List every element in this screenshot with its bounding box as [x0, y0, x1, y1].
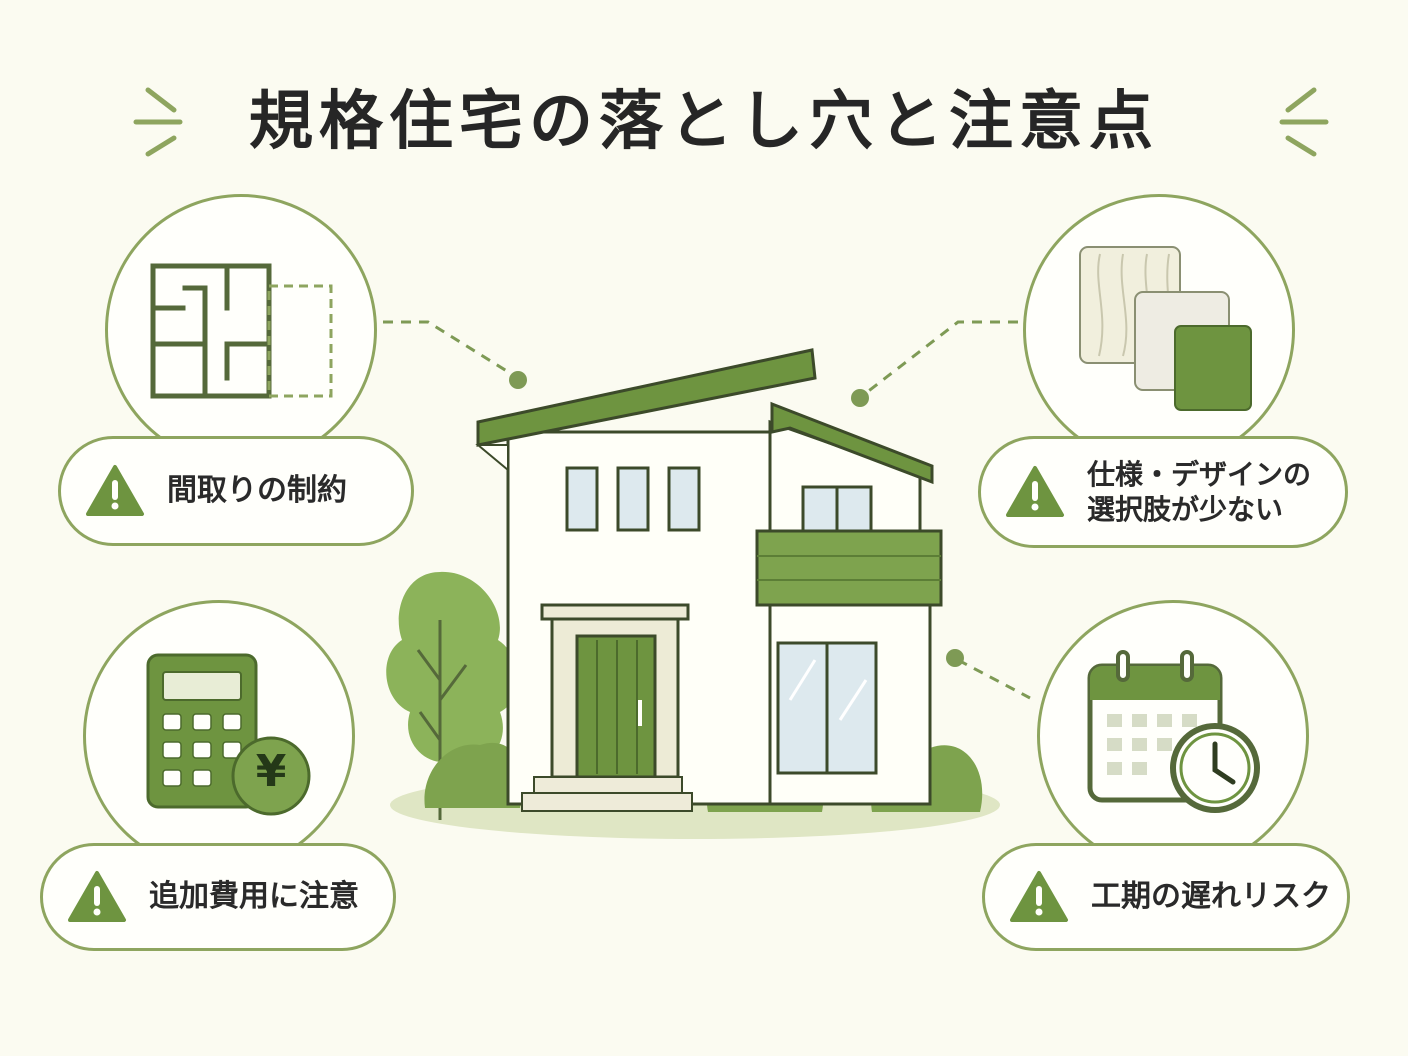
calculator-yen-icon [146, 653, 311, 816]
calendar-clock-icon [1087, 650, 1260, 813]
label-floor-plan: 間取りの制約 [167, 473, 347, 509]
material-samples-icon [1079, 246, 1252, 411]
pill-calendar: 工期の遅れリスク [982, 843, 1350, 951]
label-materials-line1: 仕様・デザインの [1087, 458, 1312, 491]
floor-plan-icon [150, 263, 333, 399]
yen-symbol: ¥ [255, 746, 287, 797]
tree-icon [386, 571, 518, 820]
title-burst-right-icon [1279, 87, 1329, 157]
label-calculator: 追加費用に注意 [149, 879, 359, 915]
warning-icon [1010, 871, 1068, 922]
pill-calculator: 追加費用に注意 [40, 843, 396, 951]
label-materials: 仕様・デザインの 選択肢が少ない [1087, 457, 1311, 527]
page-title: 規格住宅の落とし穴と注意点 [249, 85, 1159, 159]
label-calendar: 工期の遅れリスク [1091, 879, 1331, 915]
warning-icon [86, 465, 144, 516]
pill-materials: 仕様・デザインの 選択肢が少ない [978, 436, 1348, 548]
title-burst-left-icon [133, 87, 183, 157]
label-materials-line2: 選択肢が少ない [1087, 493, 1284, 526]
pill-floor-plan: 間取りの制約 [58, 436, 414, 546]
warning-icon [68, 871, 126, 922]
warning-icon [1006, 466, 1064, 517]
